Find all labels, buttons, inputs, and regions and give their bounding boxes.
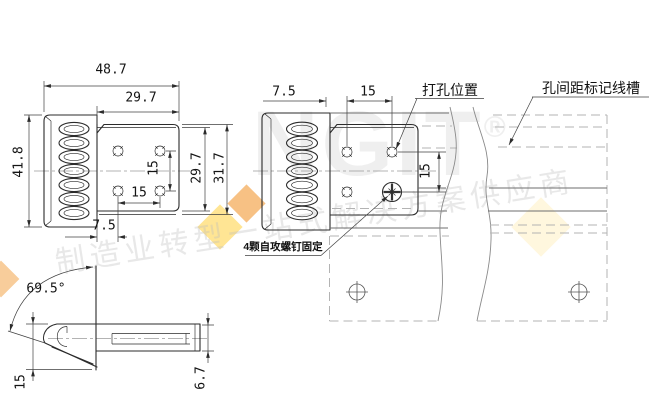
self-tapping-screw — [381, 181, 403, 203]
dim-front-hole-pitch-h: 15 — [131, 185, 147, 201]
dim-front-overall-height: 31.7 — [212, 152, 228, 184]
front-view — [24, 81, 233, 242]
panel-hole-right — [568, 281, 590, 303]
dim-front-width-outer: 48.7 — [95, 62, 127, 78]
side-view — [7, 265, 214, 381]
callout-pitch-groove: 孔间距标记线槽 — [542, 80, 640, 96]
dim-mount-hole-pitch-h: 15 — [360, 84, 376, 100]
dim-side-tip-height: 15 — [13, 374, 29, 390]
dim-mount-edge-to-hole: 7.5 — [272, 84, 296, 100]
dim-side-angle: 69.5° — [26, 281, 66, 297]
front-spring-coils — [58, 121, 90, 221]
mount-spring-coils — [285, 121, 319, 221]
callout-screw-note: 4颗自攻螺钉固定 — [243, 240, 323, 253]
mount-holes — [341, 146, 398, 198]
front-holes — [112, 145, 166, 197]
dim-mount-hole-pitch-v: 15 — [418, 163, 434, 179]
dim-front-width-plate: 29.7 — [125, 90, 157, 106]
dim-side-bar-thickness: 6.7 — [193, 366, 209, 390]
dim-front-hole-pitch-v: 15 — [146, 160, 162, 176]
dim-front-edge-to-hole: 7.5 — [92, 218, 116, 234]
dim-front-height-outer: 41.8 — [11, 146, 27, 178]
callout-drill-position: 打孔位置 — [422, 82, 478, 98]
panel-hole-left — [346, 281, 368, 303]
watermark-registered-mark: ® — [483, 111, 509, 144]
mount-view — [245, 96, 649, 322]
dim-front-plate-height: 29.7 — [189, 152, 205, 184]
